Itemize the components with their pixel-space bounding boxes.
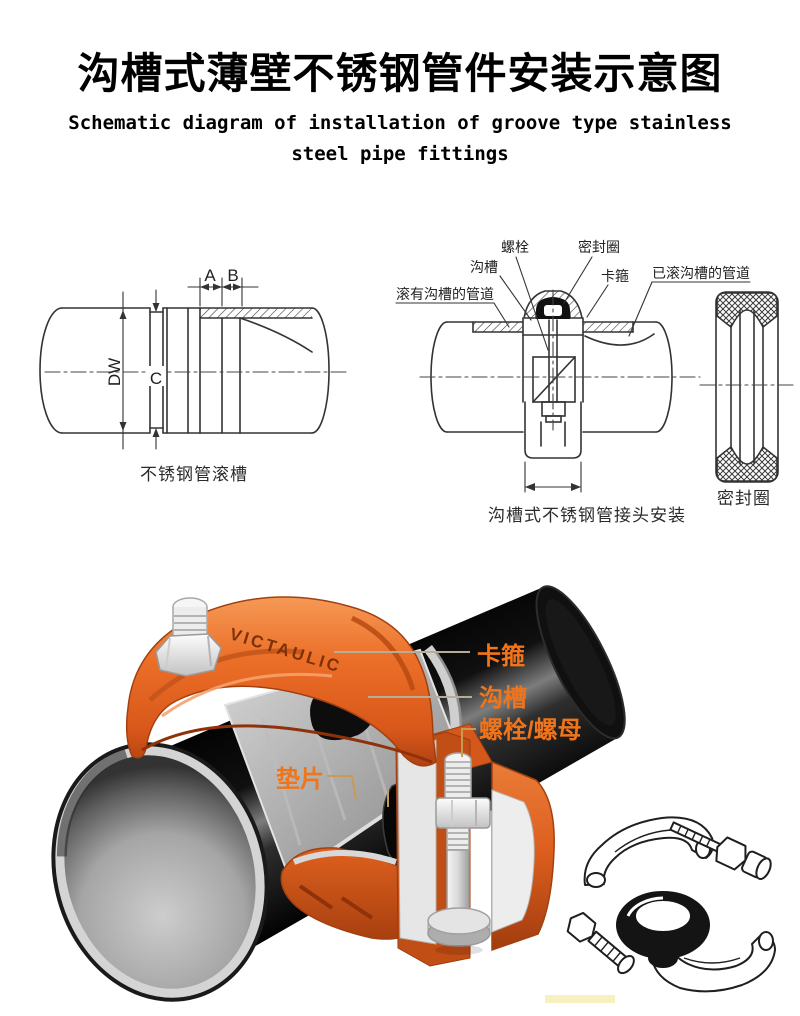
- groove-detail-drawing: DW C A B 不锈钢管滚槽: [39, 266, 351, 484]
- bolt-top-left: [155, 597, 222, 677]
- seal-ring-caption: 密封圈: [717, 489, 771, 508]
- render-labels: 卡箍 沟槽 螺栓/螺母 垫片: [276, 642, 582, 807]
- render-label-bolt-nut: 螺栓/螺母: [479, 717, 582, 744]
- groove-detail-caption: 不锈钢管滚槽: [140, 465, 248, 484]
- dim-a: A: [204, 266, 216, 285]
- dim-dw: DW: [105, 358, 124, 386]
- seal-top-cap: [716, 292, 778, 329]
- dim-b: B: [227, 266, 238, 285]
- gasket-ring: [616, 891, 710, 968]
- joint-section-drawing: 螺栓 密封圈 沟槽 卡箍 滚有沟槽的管道 已滚沟槽的管道 沟槽式不锈钢管接头安装: [395, 239, 751, 525]
- seal-ring-drawing: 密封圈: [699, 291, 795, 508]
- wall-hatch: [200, 308, 312, 318]
- joint-section-caption: 沟槽式不锈钢管接头安装: [488, 506, 686, 525]
- render-label-gasket: 垫片: [276, 766, 324, 793]
- label-pipe-right: 已滚沟槽的管道: [652, 265, 750, 281]
- page-subtitle-line2: steel pipe fittings: [291, 143, 509, 165]
- label-seal-ring: 密封圈: [578, 239, 620, 255]
- header: 沟槽式薄壁不锈钢管件安装示意图 Schematic diagram of ins…: [0, 0, 800, 165]
- bolt-vertical: [427, 752, 491, 955]
- pipe-left-end-arc: [39, 307, 63, 434]
- label-pipe-left: 滚有沟槽的管道: [396, 286, 494, 302]
- label-clamp: 卡箍: [601, 268, 629, 284]
- label-groove: 沟槽: [470, 259, 498, 275]
- seal-bottom-cap: [716, 445, 778, 482]
- coupling-render: VICTAULIC 卡箍 沟槽 螺栓/螺母 垫片: [51, 585, 626, 1002]
- pipe-opening: [51, 742, 269, 1002]
- parts-exploded-drawing: [545, 816, 776, 1003]
- label-bolt: 螺栓: [501, 239, 529, 255]
- hex-nut-top: [155, 633, 222, 677]
- pipe-top-edge: [61, 307, 201, 313]
- parts-bolt-1: [669, 821, 772, 880]
- bolt-lug-assembly: [395, 723, 555, 967]
- pipe-right-end-arc: [311, 307, 330, 434]
- dim-c: C: [150, 369, 162, 388]
- parts-bolt-2: [566, 911, 635, 975]
- render-label-groove: 沟槽: [479, 684, 527, 712]
- pipe-bottom-edge: [61, 427, 201, 434]
- render-label-clamp: 卡箍: [477, 642, 525, 670]
- hex-nut: [435, 797, 491, 829]
- coupling-half-1: [583, 816, 715, 886]
- page-title: 沟槽式薄壁不锈钢管件安装示意图: [77, 50, 723, 97]
- page-subtitle-line1: Schematic diagram of installation of gro…: [68, 112, 732, 134]
